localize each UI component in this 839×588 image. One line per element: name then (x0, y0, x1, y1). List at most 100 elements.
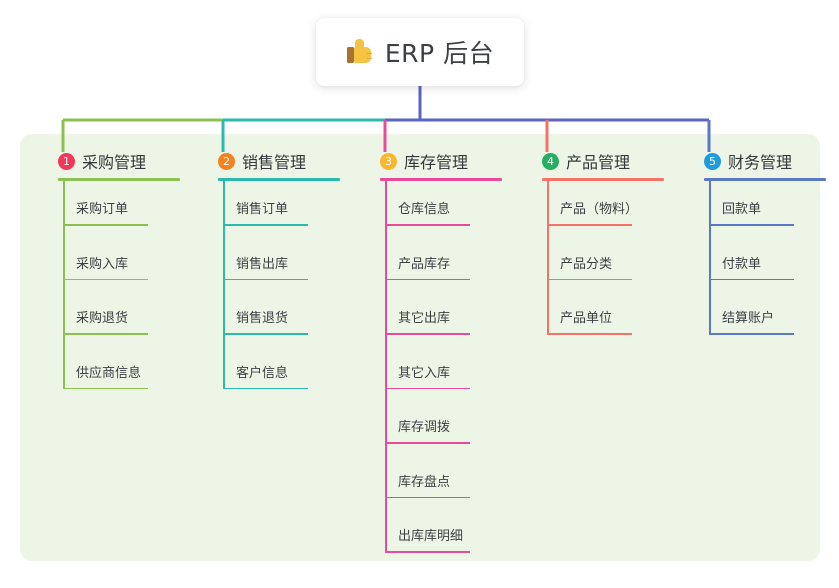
submodule-item[interactable]: 供应商信息 (40, 342, 200, 397)
module-badge-1: 1 (58, 152, 75, 170)
module-column-1: 1 采购管理采购订单采购入库采购退货供应商信息 (40, 144, 200, 396)
submodule-label: 其它出库 (398, 311, 451, 326)
module-badge-5: 5 (704, 152, 721, 170)
submodule-item[interactable]: 采购退货 (40, 287, 200, 342)
submodule-label: 产品分类 (560, 256, 613, 272)
column-spine (385, 178, 387, 552)
submodule-item[interactable]: 销售出库 (200, 233, 360, 288)
submodule-underline (223, 278, 308, 281)
submodule-label: 库存调拨 (398, 420, 451, 435)
submodule-item[interactable]: 客户信息 (200, 342, 360, 397)
module-column-5: 5 财务管理回款单付款单结算账户 (686, 144, 839, 342)
submodule-underline (63, 224, 148, 226)
submodule-item[interactable]: 出库库明细 (362, 505, 522, 560)
thumbs-up-icon (346, 38, 374, 66)
submodule-label: 销售出库 (236, 256, 289, 272)
submodule-label: 销售退货 (236, 311, 289, 326)
module-header-1[interactable]: 1 采购管理 (40, 144, 200, 178)
module-title: 库存管理 (404, 153, 469, 172)
submodule-item[interactable]: 付款单 (686, 233, 839, 288)
submodule-item[interactable]: 产品分类 (524, 233, 684, 288)
submodule-underline (385, 442, 470, 444)
module-title: 产品管理 (566, 153, 631, 172)
submodule-label: 供应商信息 (76, 365, 142, 381)
module-badge-3: 3 (380, 152, 397, 170)
submodule-underline (385, 387, 470, 390)
submodule-underline (385, 333, 470, 335)
submodule-label: 库存盘点 (398, 474, 451, 490)
submodule-item[interactable]: 产品（物料） (524, 178, 684, 233)
submodule-underline (223, 333, 308, 335)
submodule-label: 销售订单 (236, 202, 289, 217)
root-node-title: ERP 后台 (384, 39, 495, 68)
submodule-underline (385, 496, 470, 499)
module-title: 财务管理 (728, 153, 793, 172)
submodule-underline (385, 278, 470, 281)
submodule-label: 回款单 (722, 202, 762, 217)
column-spine (547, 178, 549, 334)
submodule-label: 其它入库 (398, 365, 451, 381)
module-underline (380, 178, 502, 181)
submodule-underline (547, 278, 632, 281)
module-column-2: 2 销售管理销售订单销售出库销售退货客户信息 (200, 144, 360, 396)
submodule-underline (223, 387, 308, 390)
submodule-item[interactable]: 回款单 (686, 178, 839, 233)
submodule-item[interactable]: 结算账户 (686, 287, 839, 342)
submodule-item[interactable]: 其它出库 (362, 287, 522, 342)
submodule-label: 产品库存 (398, 256, 451, 272)
submodule-list: 产品（物料） 产品分类产品单位 (524, 178, 684, 342)
module-badge-2: 2 (218, 152, 235, 170)
submodule-underline (709, 224, 794, 226)
submodule-label: 采购订单 (76, 202, 129, 217)
submodule-underline (709, 278, 794, 281)
module-underline (218, 178, 340, 181)
module-underline (58, 178, 180, 181)
submodule-underline (63, 333, 148, 335)
submodule-list: 回款单付款单结算账户 (686, 178, 839, 342)
module-title: 采购管理 (82, 153, 147, 172)
submodule-label: 付款单 (722, 256, 762, 272)
submodule-item[interactable]: 销售订单 (200, 178, 360, 233)
submodule-list: 采购订单采购入库采购退货供应商信息 (40, 178, 200, 396)
module-header-5[interactable]: 5 财务管理 (686, 144, 839, 178)
submodule-item[interactable]: 其它入库 (362, 342, 522, 397)
root-node-card[interactable]: ERP 后台 (316, 18, 524, 86)
submodule-label: 仓库信息 (398, 202, 451, 217)
submodule-item[interactable]: 仓库信息 (362, 178, 522, 233)
module-header-2[interactable]: 2 销售管理 (200, 144, 360, 178)
submodule-label: 客户信息 (236, 365, 289, 381)
submodule-label: 产品单位 (560, 311, 613, 326)
submodule-item[interactable]: 采购订单 (40, 178, 200, 233)
module-header-4[interactable]: 4 产品管理 (524, 144, 684, 178)
submodule-underline (223, 224, 308, 226)
submodule-item[interactable]: 采购入库 (40, 233, 200, 288)
module-underline (542, 178, 664, 181)
modules-panel (20, 134, 820, 561)
column-spine (63, 178, 65, 388)
submodule-item[interactable]: 产品库存 (362, 233, 522, 288)
module-header-3[interactable]: 3 库存管理 (362, 144, 522, 178)
submodule-underline (709, 333, 794, 335)
submodule-item[interactable]: 产品单位 (524, 287, 684, 342)
submodule-label: 结算账户 (722, 311, 775, 326)
module-column-3: 3 库存管理仓库信息产品库存其它出库其它入库库存调拨库存盘点出库库明细 (362, 144, 522, 560)
submodule-label: 产品（物料） (560, 202, 639, 217)
submodule-underline (385, 551, 470, 553)
submodule-underline (63, 278, 148, 281)
column-spine (709, 178, 711, 334)
submodule-list: 仓库信息产品库存其它出库其它入库库存调拨库存盘点出库库明细 (362, 178, 522, 560)
submodule-item[interactable]: 库存调拨 (362, 396, 522, 451)
module-title: 销售管理 (242, 153, 307, 172)
submodule-underline (63, 387, 148, 390)
submodule-label: 采购入库 (76, 256, 129, 272)
module-column-4: 4 产品管理产品（物料） 产品分类产品单位 (524, 144, 684, 342)
module-underline (704, 178, 826, 181)
submodule-list: 销售订单销售出库销售退货客户信息 (200, 178, 360, 396)
submodule-item[interactable]: 库存盘点 (362, 451, 522, 506)
submodule-underline (547, 224, 632, 226)
submodule-item[interactable]: 销售退货 (200, 287, 360, 342)
module-badge-4: 4 (542, 152, 559, 170)
submodule-label: 采购退货 (76, 311, 129, 326)
column-spine (223, 178, 225, 388)
